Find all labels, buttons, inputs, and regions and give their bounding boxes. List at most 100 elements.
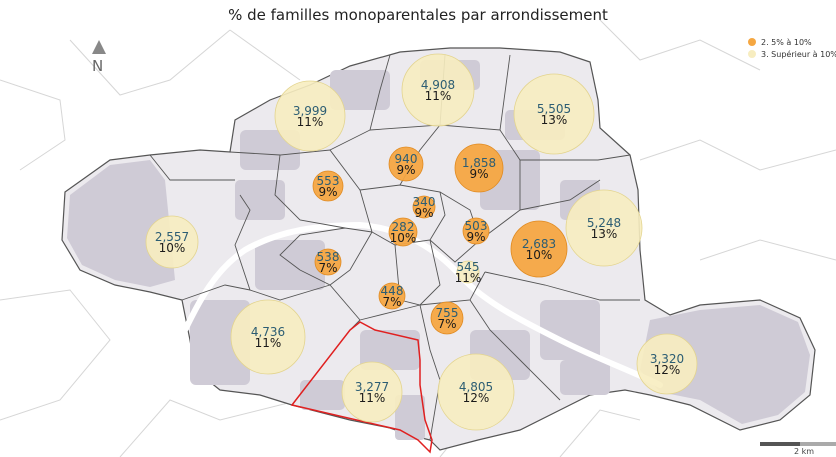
arrondissement-percent: 11% [297,115,324,129]
urban-block [300,380,345,410]
arrondissement-percent: 9% [318,185,337,199]
proportional-circles: 28210%3409%9409%5039%54511%5387%4487%553… [145,53,698,431]
boundary-line [229,151,281,156]
arrondissement-percent: 10% [159,241,186,255]
arrondissement-count: 545 [457,260,480,274]
outer-line [69,29,231,96]
urban-block [255,240,325,290]
arrondissement-circle[interactable] [145,215,199,269]
outer-line [559,409,641,457]
arrondissement-percent: 11% [255,336,282,350]
arrondissement-circle[interactable] [565,189,643,267]
outer-line [0,79,66,171]
legend-label: 3. Supérieur à 10% [761,49,836,59]
arrondissement-count: 5,248 [587,216,621,230]
arrondissement-count: 340 [413,195,436,209]
arrondissement-count: 538 [317,250,340,264]
arrondissement-count: 503 [465,219,488,233]
arrondissement-circle[interactable] [388,217,418,247]
boundary-line [359,184,446,246]
arrondissement-percent: 13% [591,227,618,241]
arrondissement-circle[interactable] [314,248,342,276]
boundary-line [469,299,561,401]
arrondissement-percent: 12% [654,363,681,377]
arrondissement-circle[interactable] [388,146,424,182]
urban-block [235,180,285,220]
arrondissement-circle[interactable] [274,80,346,152]
arrondissement-circle[interactable] [401,53,475,127]
outer-line [0,289,111,421]
arrondissement-circle[interactable] [430,301,464,335]
legend-swatch-class3 [748,50,756,58]
arrondissement-percent: 13% [541,113,568,127]
arrondissement-percent: 9% [466,230,485,244]
arrondissement-percent: 7% [318,261,337,275]
arrondissement-count: 2,683 [522,237,556,251]
boundary-line [419,239,441,306]
arrondissement-count: 4,736 [251,325,285,339]
boundary-line [274,149,361,229]
scale-bar-light [800,442,836,446]
arrondissement-circle[interactable] [230,299,306,375]
legend-swatch-class2 [748,38,756,46]
arrondissement-circle[interactable] [454,143,504,193]
arrondissement-circle[interactable] [378,282,406,310]
arrondissement-circle[interactable] [437,353,515,431]
arrondissement-circle[interactable] [456,260,480,284]
outer-line [119,399,301,457]
arrondissement-count: 1,858 [462,156,496,170]
arrondissement-count: 4,805 [459,380,493,394]
legend-item-class2[interactable]: 2. 5% à 10% [748,36,836,48]
legend-item-class3[interactable]: 3. Supérieur à 10% [748,48,836,60]
arrondissement-count: 282 [392,220,415,234]
boundary-line [181,284,251,301]
arrondissement-percent: 11% [425,89,452,103]
arrondissement-percent: 11% [455,271,482,285]
map-title: % de familles monoparentales par arrondi… [228,6,608,24]
arrondissement-percent: 7% [382,295,401,309]
arrondissement-percent: 10% [526,248,553,262]
arrondissement-circle[interactable] [412,195,436,219]
arrondissement-circle[interactable] [513,73,595,155]
arrondissement-count: 940 [395,152,418,166]
urban-block [560,360,610,395]
outer-line [699,239,836,261]
boundary-line [329,54,391,151]
arrondissement-circle[interactable] [312,170,344,202]
scale-bar-dark [760,442,800,446]
arrondissement-circle[interactable] [341,361,403,423]
arrondissement-count: 448 [381,284,404,298]
arrondissement-percent: 7% [437,317,456,331]
scale-label: 2 km [794,447,815,456]
arrondissement-circle[interactable] [510,220,568,278]
arrondissement-percent: 9% [396,163,415,177]
arrondissement-circle[interactable] [462,217,490,245]
highlighted-arrondissement[interactable] [290,321,433,454]
bois-de-boulogne [67,160,175,287]
arrondissement-count: 755 [436,306,459,320]
arrondissement-circle[interactable] [636,333,698,395]
arrondissement-percent: 9% [469,167,488,181]
north-arrow-icon [92,40,106,54]
